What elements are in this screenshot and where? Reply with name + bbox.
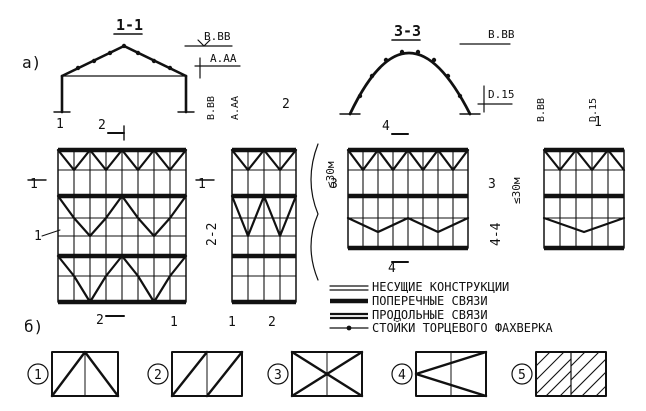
section-1-marker-right: 1 <box>198 177 206 192</box>
section-4-marker-bottom: 4 <box>388 261 396 276</box>
legend-longitudinal: ПРОДОЛЬНЫЕ СВЯЗИ <box>372 308 488 322</box>
elev-aaa-label: А.АА <box>210 52 237 65</box>
brace-type-1-number: 1 <box>34 368 42 383</box>
marker-1-right: 1 <box>594 115 602 130</box>
section-3-3-title: 3-3 <box>394 22 421 40</box>
elev-d15-label-2: D.15 <box>588 98 599 122</box>
section-3-marker-left: 3 <box>330 177 338 192</box>
section-4-4-title: 4-4 <box>489 222 504 246</box>
section-2-marker-top: 2 <box>98 118 106 133</box>
elev-bvv-label-3: В.ВВ <box>206 96 217 120</box>
marker-2-strip: 2 <box>268 315 276 330</box>
section-2-marker-bottom: 2 <box>96 313 104 328</box>
elev-d15-label: D.15 <box>488 88 515 101</box>
elev-bvv-label-4: В.ВВ <box>536 98 547 122</box>
section-4-marker-top: 4 <box>382 119 390 134</box>
brace-type-5-number: 5 <box>518 368 526 383</box>
brace-type-3-number: 3 <box>274 368 282 383</box>
dim-30m-label: ≤30м <box>324 161 337 188</box>
marker-1-lower: 1 <box>34 229 42 244</box>
marker-1-strip: 1 <box>228 315 236 330</box>
section-1-1: а) 1-1 В.ВВ А.АА <box>22 16 241 114</box>
elev-bvv-label-2: В.ВВ <box>488 28 515 41</box>
section-3-3: 3-3 В.ВВ D.15 <box>339 22 515 116</box>
section-2-2: 2-2 В.ВВ А.АА 2 1 2 ≤30м <box>205 96 337 330</box>
section-1-1-title: 1-1 <box>116 16 143 34</box>
part-a-label: а) <box>22 53 41 72</box>
plan-3: 4 3 3 4 <box>330 119 496 276</box>
section-3-marker-right: 3 <box>488 177 496 192</box>
part-b-label: б) <box>24 317 43 336</box>
elev-bvv-label: В.ВВ <box>204 30 231 43</box>
marker-1-bottom: 1 <box>170 315 178 330</box>
elev-aaa-label-2: А.АА <box>230 96 241 120</box>
legend: б) НЕСУЩИЕ КОНСТРУКЦИИ ПОПЕРЕЧНЫЕ СВЯЗИ … <box>24 280 553 336</box>
legend-gable-posts: СТОЙКИ ТОРЦЕВОГО ФАХВЕРКА <box>372 320 553 335</box>
brace-type-4-number: 4 <box>398 368 406 383</box>
marker-1: 1 <box>56 117 64 132</box>
section-1-marker-left: 1 <box>30 177 38 192</box>
legend-transverse: ПОПЕРЕЧНЫЕ СВЯЗИ <box>372 294 488 308</box>
section-2-2-title: 2-2 <box>205 223 220 246</box>
marker-2: 2 <box>282 97 290 112</box>
legend-load-bearing: НЕСУЩИЕ КОНСТРУКЦИИ <box>372 280 509 294</box>
bracing-types: 1 2 3 4 5 <box>27 350 607 398</box>
plan-1: 1 2 1 1 <box>27 117 215 330</box>
section-4-4: 4-4 ≤30м В.ВВ D.15 1 <box>489 98 626 251</box>
dim-30m-label-2: ≤30м <box>510 177 523 204</box>
brace-type-2-number: 2 <box>154 368 162 383</box>
